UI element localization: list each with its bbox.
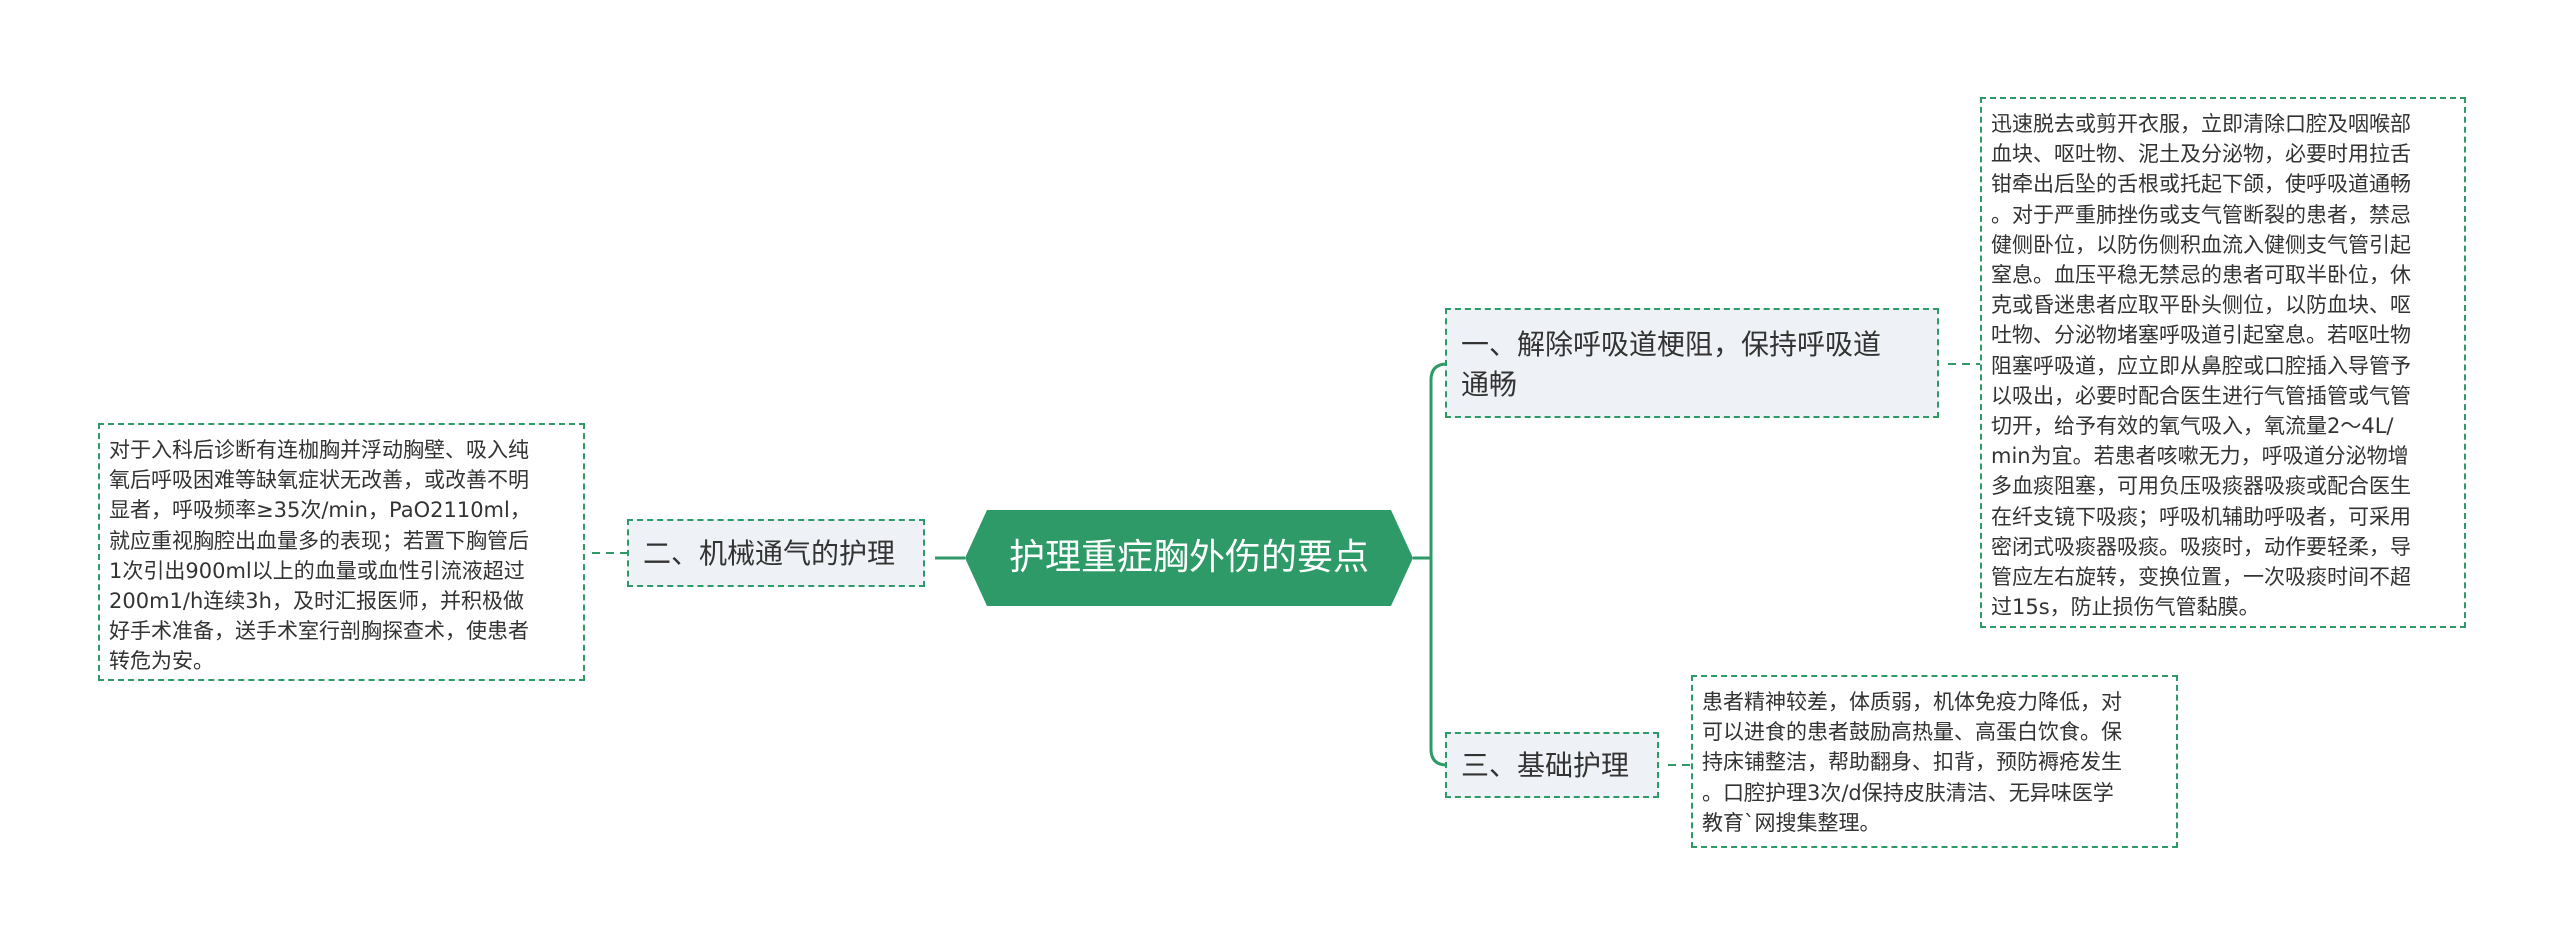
airway-detail-line: 窒息。血压平稳无禁忌的患者可取半卧位，休	[1991, 263, 2411, 288]
ventilation-detail-note: 对于入科后诊断有连枷胸并浮动胸壁、吸入纯 氧后呼吸困难等缺氧症状无改善，或改善不…	[98, 423, 585, 681]
branch-ventilation[interactable]: 二、机械通气的护理	[627, 519, 925, 587]
airway-detail-line: 。对于严重肺挫伤或支气管断裂的患者，禁忌	[1991, 202, 2411, 227]
airway-detail-line: 吐物、分泌物堵塞呼吸道引起窒息。若呕吐物	[1991, 323, 2411, 348]
central-topic-shape	[965, 510, 1413, 606]
ventilation-detail-line: 200m1/h连续3h，及时汇报医师，并积极做	[109, 589, 524, 614]
basic-care-detail-note: 患者精神较差，体质弱，机体免疫力降低，对 可以进食的患者鼓励高热量、高蛋白饮食。…	[1691, 675, 2178, 848]
airway-detail-line: 过15s，防止损伤气管黏膜。	[1991, 595, 2260, 620]
basic-care-detail-line: 教育`网搜集整理。	[1702, 810, 1881, 835]
airway-detail-line: 克或昏迷患者应取平卧头侧位，以防血块、呕	[1991, 293, 2411, 318]
airway-detail-note: 迅速脱去或剪开衣服，立即清除口腔及咽喉部 血块、呕吐物、泥土及分泌物，必要时用拉…	[1980, 97, 2466, 628]
basic-care-detail-line: 可以进食的患者鼓励高热量、高蛋白饮食。保	[1702, 720, 2122, 745]
branch-basic-care[interactable]: 三、基础护理	[1445, 732, 1659, 798]
airway-detail-line: 阻塞呼吸道，应立即从鼻腔或口腔插入导管予	[1991, 353, 2411, 378]
ventilation-detail-line: 对于入科后诊断有连枷胸并浮动胸壁、吸入纯	[109, 438, 529, 462]
airway-detail-line: 迅速脱去或剪开衣服，立即清除口腔及咽喉部	[1991, 112, 2411, 136]
branch-ventilation-label: 二、机械通气的护理	[643, 537, 896, 570]
airway-detail-line: 多血痰阻塞，可用负压吸痰器吸痰或配合医生	[1991, 474, 2411, 499]
ventilation-detail-line: 好手术准备，送手术室行剖胸探查术，使患者	[109, 619, 529, 644]
airway-detail-line: 管应左右旋转，变换位置，一次吸痰时间不超	[1991, 565, 2411, 590]
branch-basic-care-label: 三、基础护理	[1461, 749, 1630, 782]
airway-detail-line: 在纤支镜下吸痰；呼吸机辅助呼吸者，可采用	[1991, 504, 2411, 529]
airway-detail-line: 健侧卧位，以防伤侧积血流入健侧支气管引起	[1991, 232, 2411, 257]
airway-detail-line: 切开，给予有效的氧气吸入，氧流量2～4L/	[1991, 414, 2394, 439]
airway-detail-line: 以吸出，必要时配合医生进行气管插管或气管	[1991, 383, 2411, 408]
airway-detail-line: 密闭式吸痰器吸痰。吸痰时，动作要轻柔，导	[1991, 534, 2411, 559]
airway-detail-line: min为宜。若患者咳嗽无力，呼吸道分泌物增	[1991, 444, 2409, 469]
central-topic-label: 护理重症胸外伤的要点	[1008, 537, 1369, 578]
branch-airway-label-line1: 一、解除呼吸道梗阻，保持呼吸道	[1461, 328, 1882, 361]
basic-care-detail-line: 持床铺整洁，帮助翻身、扣背，预防褥疮发生	[1702, 750, 2122, 775]
ventilation-detail-line: 转危为安。	[109, 649, 214, 674]
airway-detail-line: 钳牵出后坠的舌根或托起下颌，使呼吸道通畅	[1991, 172, 2411, 197]
branch-airway[interactable]: 一、解除呼吸道梗阻，保持呼吸道 通畅	[1445, 308, 1939, 418]
basic-care-detail-line: 患者精神较差，体质弱，机体免疫力降低，对	[1702, 690, 2122, 714]
ventilation-detail-line: 显者，呼吸频率≥35次/min，PaO2110ml，	[109, 498, 531, 523]
central-topic[interactable]: 护理重症胸外伤的要点	[965, 510, 1413, 606]
ventilation-detail-line: 氧后呼吸困难等缺氧症状无改善，或改善不明	[109, 468, 529, 493]
branch-airway-label-line2: 通畅	[1461, 368, 1518, 401]
airway-detail-line: 血块、呕吐物、泥土及分泌物，必要时用拉舌	[1991, 142, 2411, 167]
ventilation-detail-line: 就应重视胸腔出血量多的表现；若置下胸管后	[109, 528, 529, 553]
basic-care-detail-line: 。口腔护理3次/d保持皮肤清洁、无异味医学	[1702, 780, 2114, 805]
ventilation-detail-line: 1次引出900ml以上的血量或血性引流液超过	[109, 558, 525, 583]
